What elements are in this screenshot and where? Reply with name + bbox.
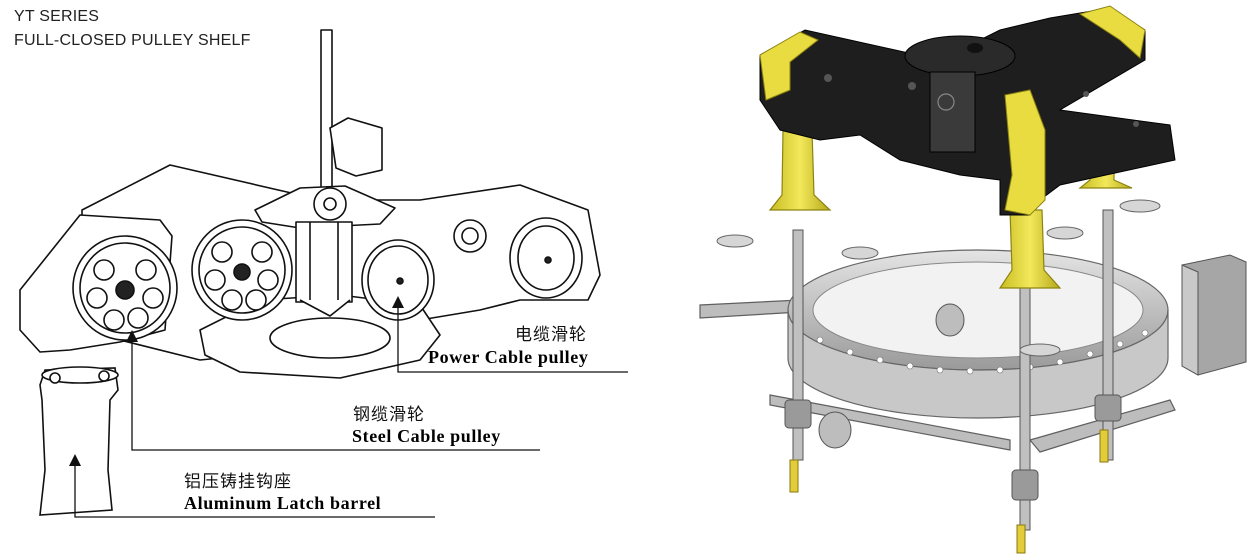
aluminum-latch-label-cn: 铝压铸挂钩座 — [184, 472, 292, 492]
arrow-power — [392, 296, 404, 308]
arrow-aluminum — [69, 454, 81, 466]
center-column — [295, 221, 353, 303]
steel-ring — [787, 249, 1169, 419]
support-posts — [784, 209, 1122, 554]
power-cable-label-en: Power Cable pulley — [428, 347, 589, 367]
leader-power — [397, 305, 628, 373]
power-cable-label-cn: 电缆滑轮 — [515, 325, 587, 345]
steel-cable-label-en: Steel Cable pulley — [352, 426, 501, 446]
leader-steel — [131, 340, 540, 451]
top-bracket — [329, 117, 383, 177]
hub-bolt — [323, 197, 337, 211]
aluminum-latch-barrel-shape — [39, 366, 119, 516]
figure-title-line-2: FULL-CLOSED PULLEY SHELF — [14, 32, 251, 49]
junction-box — [1181, 254, 1247, 376]
base-hole — [269, 317, 391, 359]
arrow-steel — [126, 330, 138, 342]
black-top-head — [759, 5, 1176, 216]
line-art-schematic — [19, 29, 628, 518]
sensor-discs — [716, 199, 1161, 357]
figure-title-line-1: YT SERIES — [14, 8, 100, 25]
aluminum-latch-label-en: Aluminum Latch barrel — [184, 493, 382, 513]
leader-aluminum — [74, 462, 435, 518]
steel-cable-label-cn: 钢缆滑轮 — [353, 405, 425, 425]
pulley-group — [72, 217, 583, 341]
